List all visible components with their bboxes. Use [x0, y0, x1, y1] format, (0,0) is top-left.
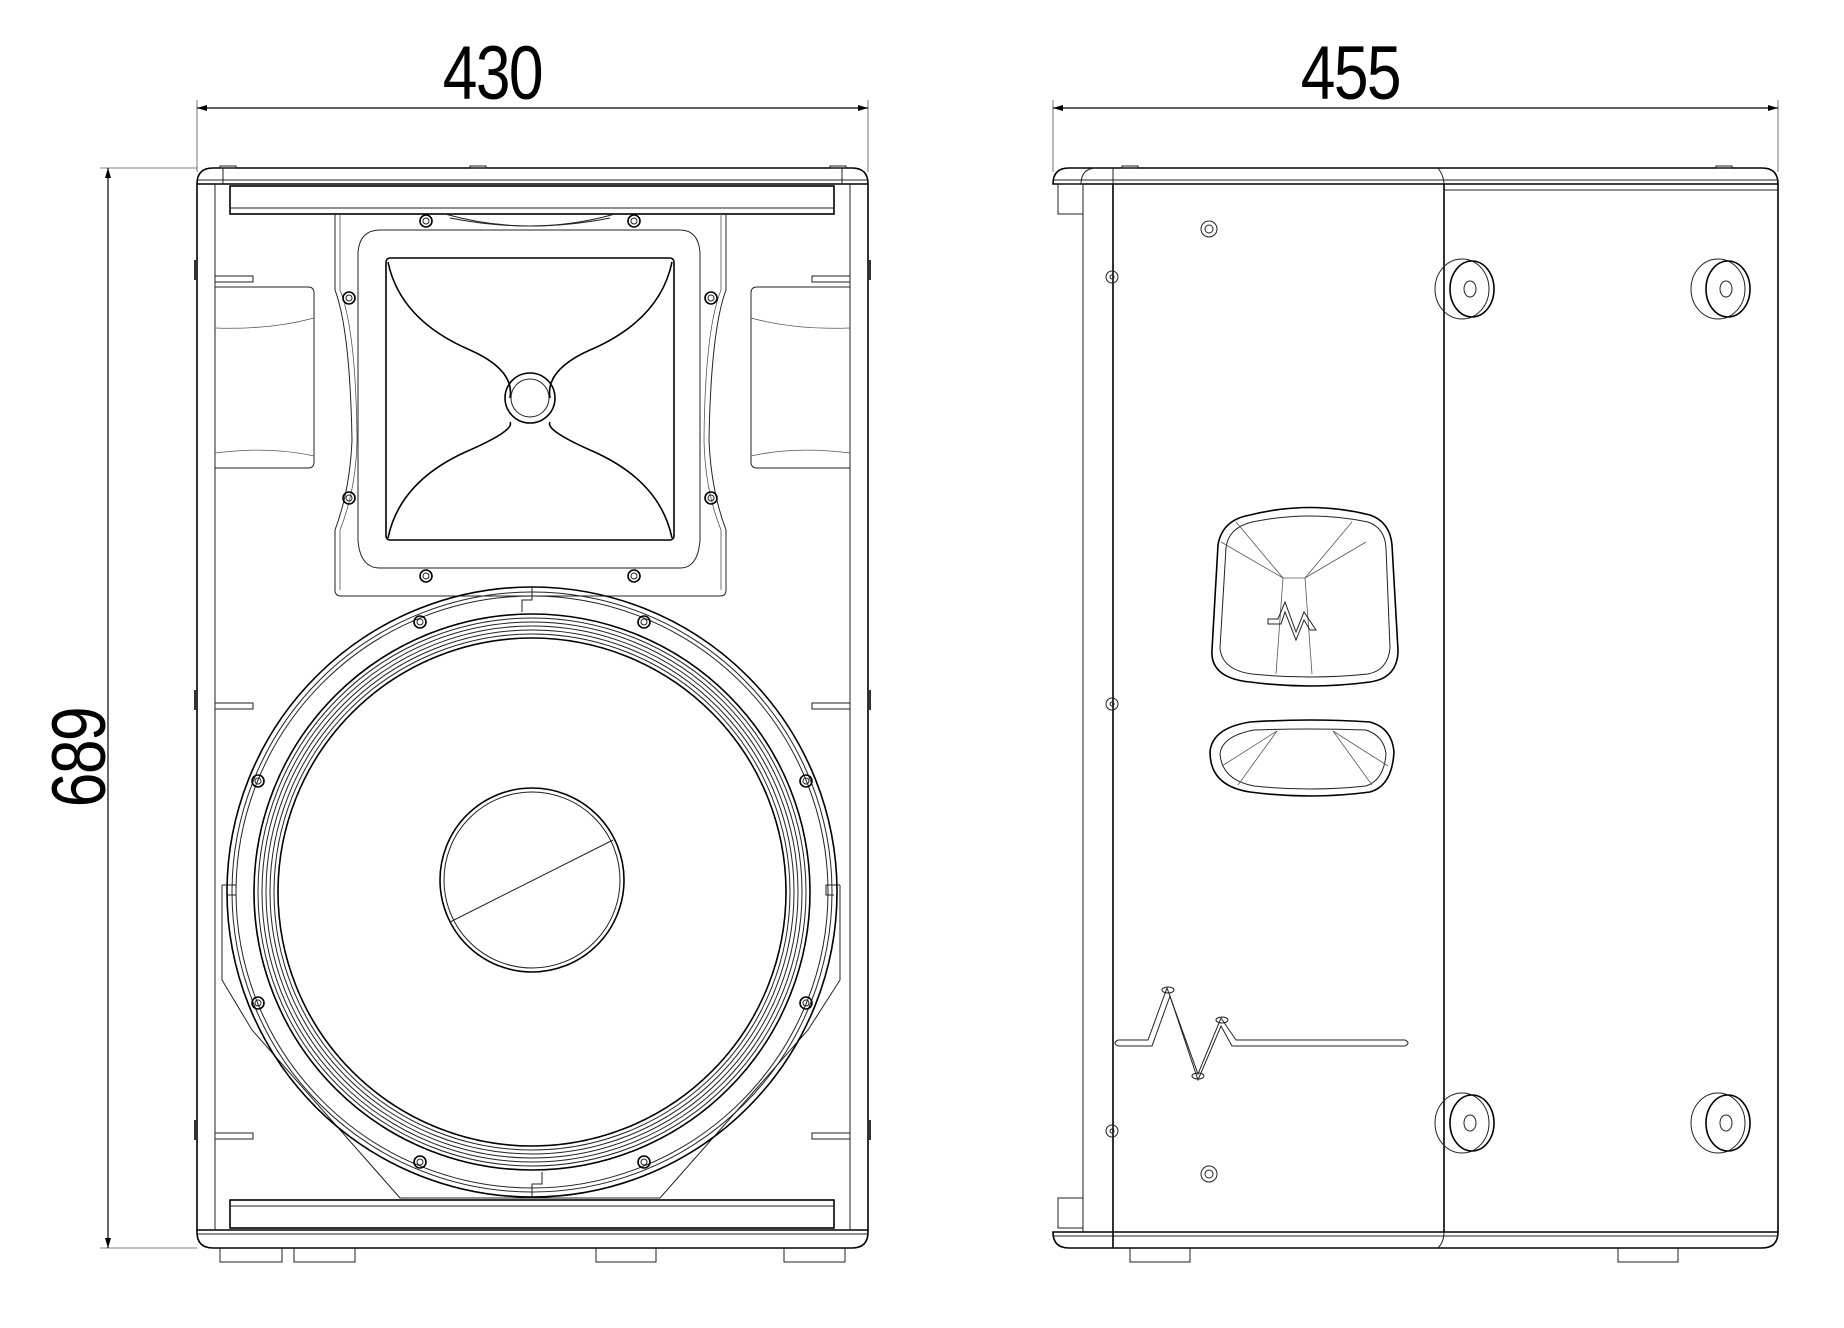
horn-screws: [342, 214, 718, 583]
logo-wave-icon: [1114, 986, 1409, 1082]
front-width-dimension-label: 430: [442, 31, 544, 116]
rubber-bumpers: [1434, 258, 1751, 1154]
side-screw-points: [1105, 220, 1218, 1183]
woofer-screws: [251, 615, 813, 1169]
logo-icon-small: [1267, 600, 1317, 642]
front-view: [194, 165, 871, 1263]
side-view: [1052, 165, 1779, 1263]
height-dimension-line: [100, 167, 197, 1249]
left-handle-recess: [214, 286, 315, 469]
side-feet: [1129, 1248, 1679, 1263]
side-depth-dimension-line: [1052, 100, 1779, 172]
woofer: [221, 586, 841, 1199]
horn-waveguide: [334, 213, 727, 597]
front-width-dimension-line: [196, 100, 869, 172]
pocket-handle-small: [1209, 719, 1395, 797]
pocket-handle-large: [1211, 506, 1399, 687]
side-depth-dimension-label: 455: [1300, 31, 1402, 116]
front-feet: [219, 1248, 846, 1263]
right-handle-recess: [750, 286, 851, 469]
